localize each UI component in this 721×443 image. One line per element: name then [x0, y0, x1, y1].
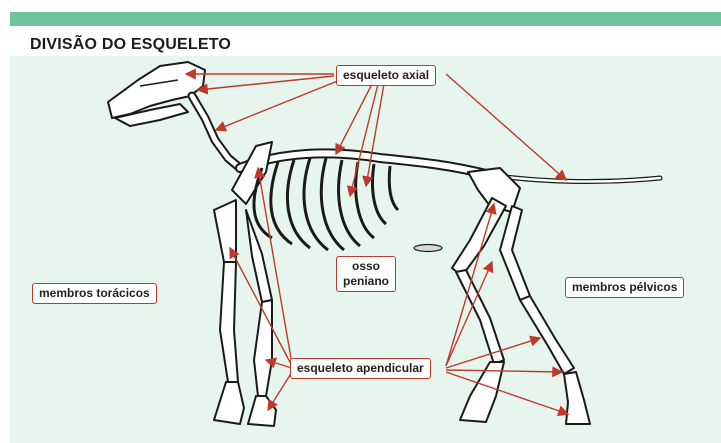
- radius-ulna-far: [254, 300, 272, 396]
- ribcage: [254, 158, 398, 250]
- os-penis-bone: [414, 245, 442, 252]
- fore-paw-far: [248, 396, 276, 426]
- fore-paw-front: [214, 382, 244, 424]
- label-osso-peniano: osso peniano: [336, 256, 396, 292]
- label-membros-toracicos: membros torácicos: [32, 283, 157, 304]
- hind-paw-far: [564, 372, 590, 424]
- scapula: [232, 142, 272, 204]
- radius-ulna-front: [220, 262, 238, 382]
- femur: [452, 198, 506, 276]
- tibia: [456, 270, 504, 364]
- label-esqueleto-axial: esqueleto axial: [336, 65, 436, 86]
- femur-far: [500, 206, 530, 300]
- label-esqueleto-apendicular: esqueleto apendicular: [290, 358, 431, 379]
- tibia-far: [520, 296, 574, 374]
- label-membros-pelvicos: membros pélvicos: [565, 277, 684, 298]
